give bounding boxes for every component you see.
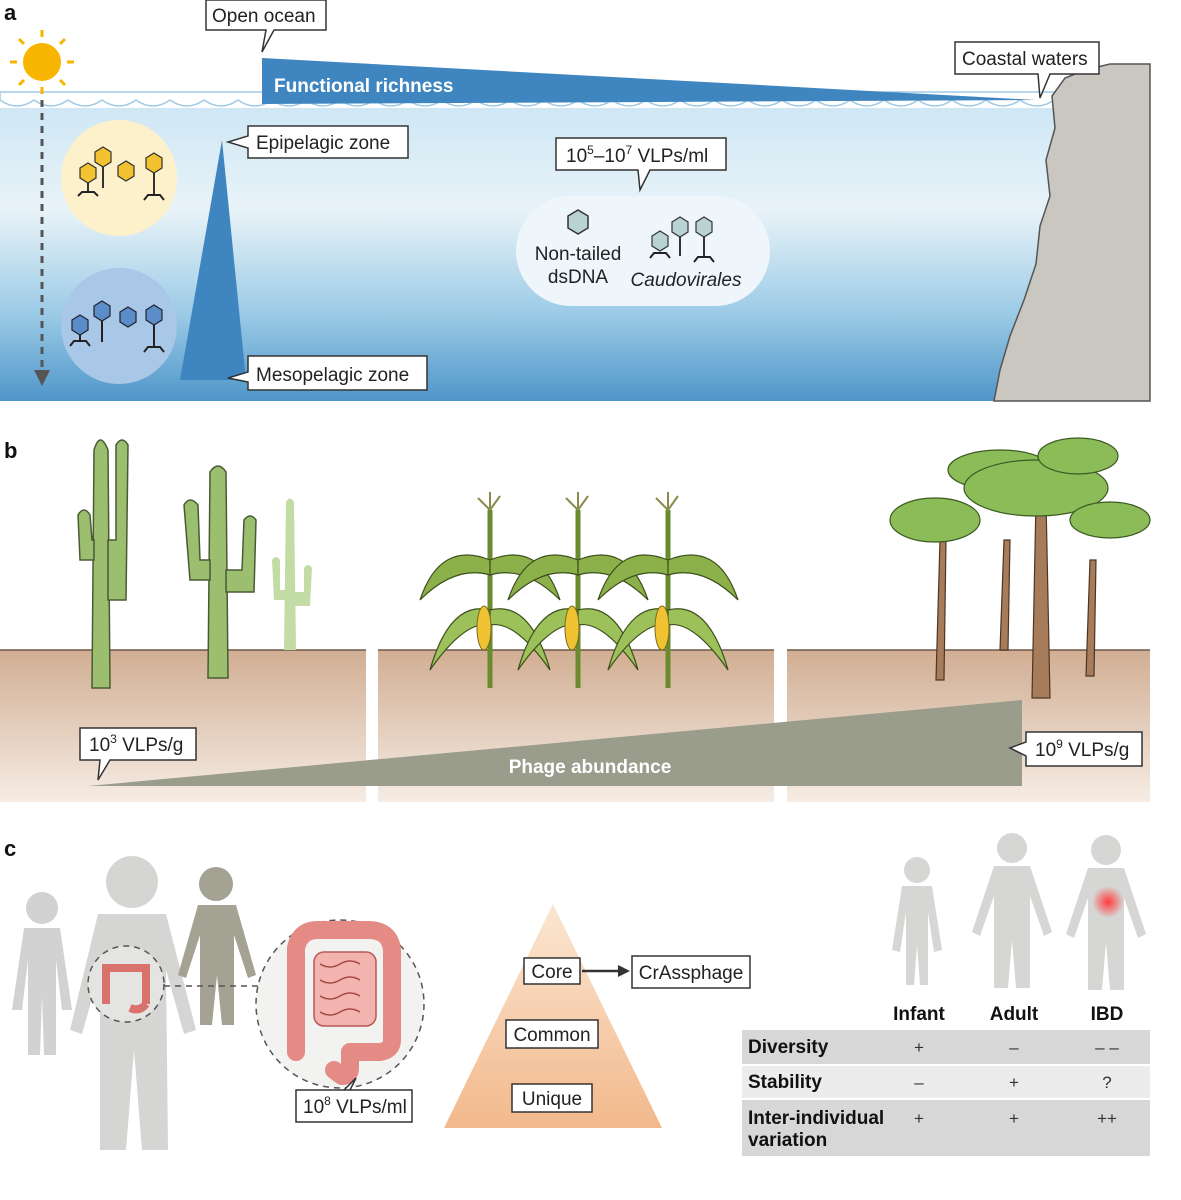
epipelagic-virus-cluster	[61, 120, 177, 236]
panel-a-letter: a	[4, 0, 17, 25]
crassphage-box: CrAssphage	[631, 955, 751, 989]
tailed-phage-icon	[143, 304, 165, 353]
open-ocean-label: Open ocean	[212, 6, 316, 27]
caudovirales-icon	[649, 216, 715, 263]
cactus-icon	[77, 439, 129, 689]
maize-plant-icon	[597, 492, 739, 688]
ocean-virus-types: Non-tailed dsDNA Caudovirales	[516, 196, 770, 306]
cell-variation-infant: +	[914, 1109, 924, 1128]
epipelagic-label: Epipelagic zone	[256, 133, 390, 154]
functional-richness-label: Functional richness	[274, 76, 453, 97]
cell-variation-adult: +	[1009, 1109, 1019, 1128]
col-infant: Infant	[893, 1004, 945, 1025]
epipelagic-callout: Epipelagic zone	[225, 125, 409, 159]
soil-low-callout: 103 VLPs/g	[79, 727, 197, 781]
soil-high-callout: 109 VLPs/g	[1008, 731, 1143, 767]
mesopelagic-label: Mesopelagic zone	[256, 365, 409, 386]
tailed-phage-icon	[94, 146, 112, 188]
cell-diversity-ibd: – –	[1095, 1038, 1119, 1057]
tailed-phage-icon	[143, 152, 165, 201]
virome-pyramid	[444, 904, 662, 1128]
panel-b: b	[0, 437, 1151, 802]
coastal-waters-callout: Coastal waters	[954, 41, 1100, 99]
infant-silhouette-icon	[892, 857, 942, 985]
pyramid-common-label: Common	[513, 1025, 590, 1046]
row-stability-label: Stability	[748, 1072, 822, 1093]
cactus-icon	[183, 465, 257, 679]
ocean-abundance-callout: 105–107 VLPs/ml	[555, 137, 727, 193]
maize-plant-icon	[419, 492, 561, 688]
tailed-phage-icon	[69, 314, 91, 347]
panel-c-letter: c	[4, 836, 16, 861]
panel-a: a Functional richness Open ocean	[0, 0, 1151, 402]
mesopelagic-virus-cluster	[61, 268, 177, 384]
nontailed-line2: dsDNA	[548, 267, 609, 288]
colon-small-icon	[102, 964, 150, 1014]
nontailed-line1: Non-tailed	[535, 244, 622, 265]
tree-icon	[889, 497, 981, 681]
core-arrow-head	[618, 965, 630, 977]
depth-wedge	[180, 140, 246, 380]
tree-icon	[1037, 437, 1119, 677]
cactus-icon	[272, 498, 312, 650]
cell-variation-ibd: ++	[1097, 1109, 1117, 1128]
col-ibd: IBD	[1091, 1004, 1124, 1025]
tailed-phage-icon	[93, 300, 111, 342]
maize-plant-icon	[507, 492, 649, 688]
human-silhouette-icon	[12, 892, 72, 1055]
cell-diversity-infant: +	[914, 1038, 924, 1057]
pyramid-unique-label: Unique	[522, 1089, 582, 1110]
depth-arrow-head	[34, 370, 50, 386]
colon-icon	[287, 921, 401, 1085]
caudovirales-label: Caudovirales	[631, 270, 742, 291]
comparison-table: Infant Adult IBD Diversity + – – – Stabi…	[742, 1004, 1150, 1156]
panel-c: c 108 VLPs/ml	[4, 833, 1150, 1156]
cell-stability-ibd: ?	[1102, 1073, 1111, 1092]
phage-abundance-label: Phage abundance	[509, 757, 672, 778]
tailed-phage-icon	[77, 162, 99, 197]
pyramid-unique-box: Unique	[511, 1083, 593, 1113]
human-silhouette-icon	[178, 867, 256, 1025]
row-variation-label-2: variation	[748, 1130, 827, 1151]
functional-richness-band	[262, 58, 1036, 104]
tree-icon	[963, 459, 1151, 699]
mesopelagic-callout: Mesopelagic zone	[227, 355, 428, 391]
pyramid-common-box: Common	[505, 1019, 599, 1049]
table-row	[742, 1066, 1150, 1098]
adult-silhouette-icon	[972, 833, 1052, 988]
gut-abundance-callout: 108 VLPs/ml	[295, 1077, 413, 1123]
pyramid-core-box: Core	[523, 957, 581, 985]
row-variation-label-1: Inter-individual	[748, 1108, 884, 1129]
cell-diversity-adult: –	[1009, 1038, 1019, 1057]
cell-stability-adult: +	[1009, 1073, 1019, 1092]
table-row	[742, 1030, 1150, 1064]
soil-high-label: 109 VLPs/g	[1035, 737, 1129, 761]
gut-abundance-label: 108 VLPs/ml	[303, 1094, 407, 1118]
coastal-waters-label: Coastal waters	[962, 49, 1088, 70]
table-row	[742, 1100, 1150, 1156]
nontailed-dsdna-icon	[567, 209, 589, 235]
ocean-abundance-label: 105–107 VLPs/ml	[566, 143, 708, 167]
sun-icon	[10, 30, 74, 94]
pyramid-core-label: Core	[531, 962, 572, 983]
soil-low-label: 103 VLPs/g	[89, 732, 183, 756]
ibd-silhouette-icon	[1066, 835, 1146, 990]
nontailed-phage-icon	[117, 160, 135, 182]
open-ocean-callout: Open ocean	[205, 0, 327, 53]
gut-zoom-small	[87, 945, 165, 1023]
row-diversity-label: Diversity	[748, 1037, 829, 1058]
nontailed-phage-icon	[119, 306, 137, 328]
cell-stability-infant: –	[914, 1073, 924, 1092]
phage-abundance-wedge	[88, 700, 1022, 786]
crassphage-label: CrAssphage	[639, 963, 744, 984]
col-adult: Adult	[990, 1004, 1039, 1025]
panel-b-letter: b	[4, 438, 17, 463]
